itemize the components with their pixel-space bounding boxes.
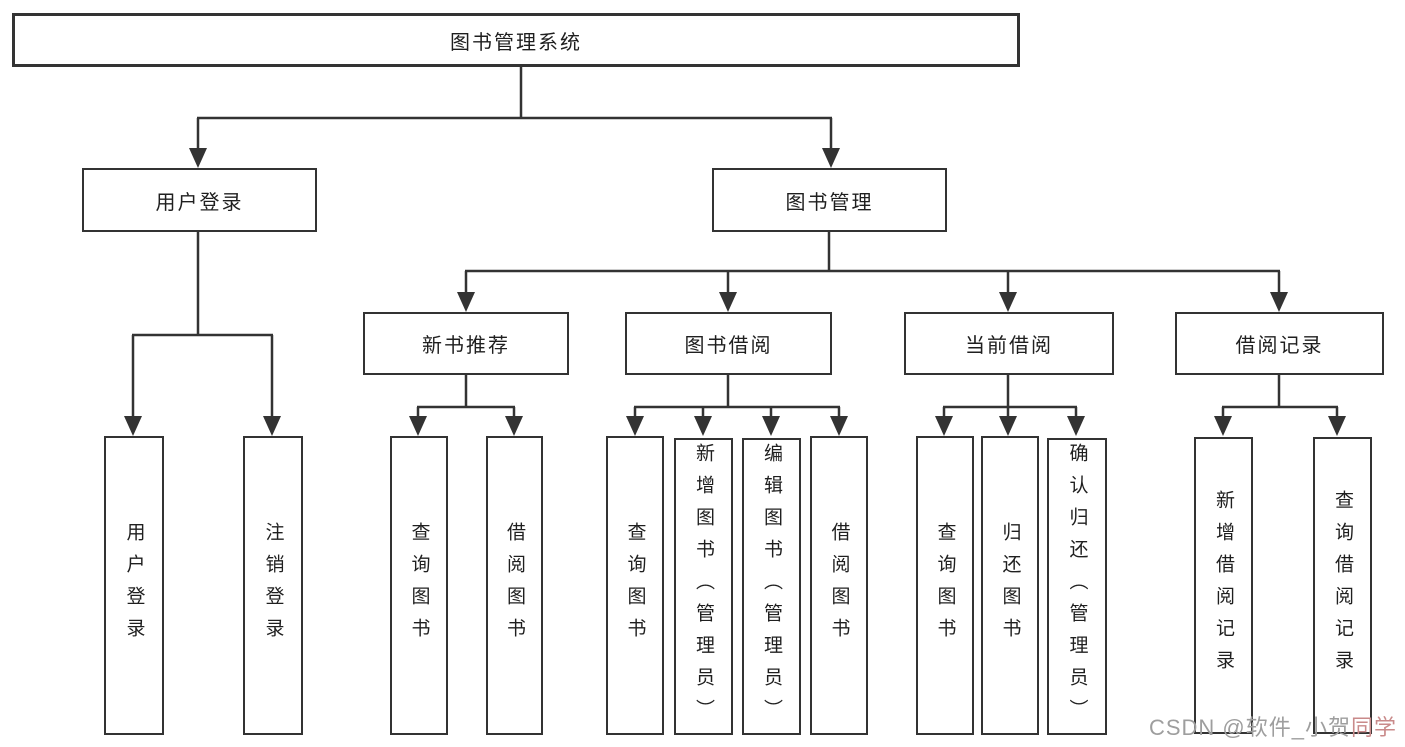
node-label: 图书管理 (785, 191, 874, 214)
leaf-borrow-books-1: 借阅图书 (486, 436, 543, 735)
leaf-label: 借阅图书 (504, 521, 525, 650)
leaf-confirm-return-admin: 确认归还（管理员） (1047, 438, 1107, 735)
leaf-label: 新增借阅记录 (1213, 489, 1234, 682)
leaf-label: 查询图书 (934, 521, 956, 650)
node-label: 当前借阅 (965, 335, 1053, 357)
node-user-login: 用户登录 (82, 168, 317, 232)
node-label: 新书推荐 (422, 335, 510, 357)
leaf-logout: 注销登录 (243, 436, 303, 735)
leaf-label: 归还图书 (999, 521, 1021, 650)
leaf-label: 注销登录 (262, 521, 284, 650)
leaf-return-book: 归还图书 (981, 436, 1039, 735)
leaf-add-borrow-record: 新增借阅记录 (1194, 437, 1253, 734)
leaf-label: 编辑图书（管理员） (761, 442, 782, 731)
node-new-book-recommendation: 新书推荐 (363, 312, 569, 375)
arrowheads (124, 148, 1346, 436)
node-current-borrowing: 当前借阅 (904, 312, 1114, 375)
node-book-management: 图书管理 (712, 168, 947, 232)
leaf-query-borrow-record: 查询借阅记录 (1313, 437, 1372, 734)
leaf-label: 新增图书（管理员） (693, 442, 714, 731)
node-library-management-system: 图书管理系统 (12, 13, 1020, 67)
leaf-add-book-admin: 新增图书（管理员） (674, 438, 733, 735)
leaf-label: 查询图书 (624, 521, 646, 650)
leaf-borrow-books-2: 借阅图书 (810, 436, 868, 735)
node-label: 用户登录 (155, 191, 244, 214)
node-label: 借阅记录 (1235, 335, 1324, 357)
leaf-label: 确认归还（管理员） (1066, 442, 1088, 731)
node-label: 图书管理系统 (450, 31, 582, 54)
leaf-query-books-2: 查询图书 (606, 436, 664, 735)
leaf-query-books-1: 查询图书 (390, 436, 448, 735)
leaf-edit-book-admin: 编辑图书（管理员） (742, 438, 801, 735)
leaf-label: 用户登录 (123, 521, 145, 650)
leaf-label: 查询图书 (408, 521, 430, 650)
leaf-label: 借阅图书 (828, 521, 850, 650)
node-borrowing-records: 借阅记录 (1175, 312, 1384, 375)
leaf-query-books-3: 查询图书 (916, 436, 974, 735)
leaf-user-login: 用户登录 (104, 436, 164, 735)
leaf-label: 查询借阅记录 (1332, 489, 1353, 682)
node-book-borrowing: 图书借阅 (625, 312, 832, 375)
node-label: 图书借阅 (684, 335, 773, 357)
